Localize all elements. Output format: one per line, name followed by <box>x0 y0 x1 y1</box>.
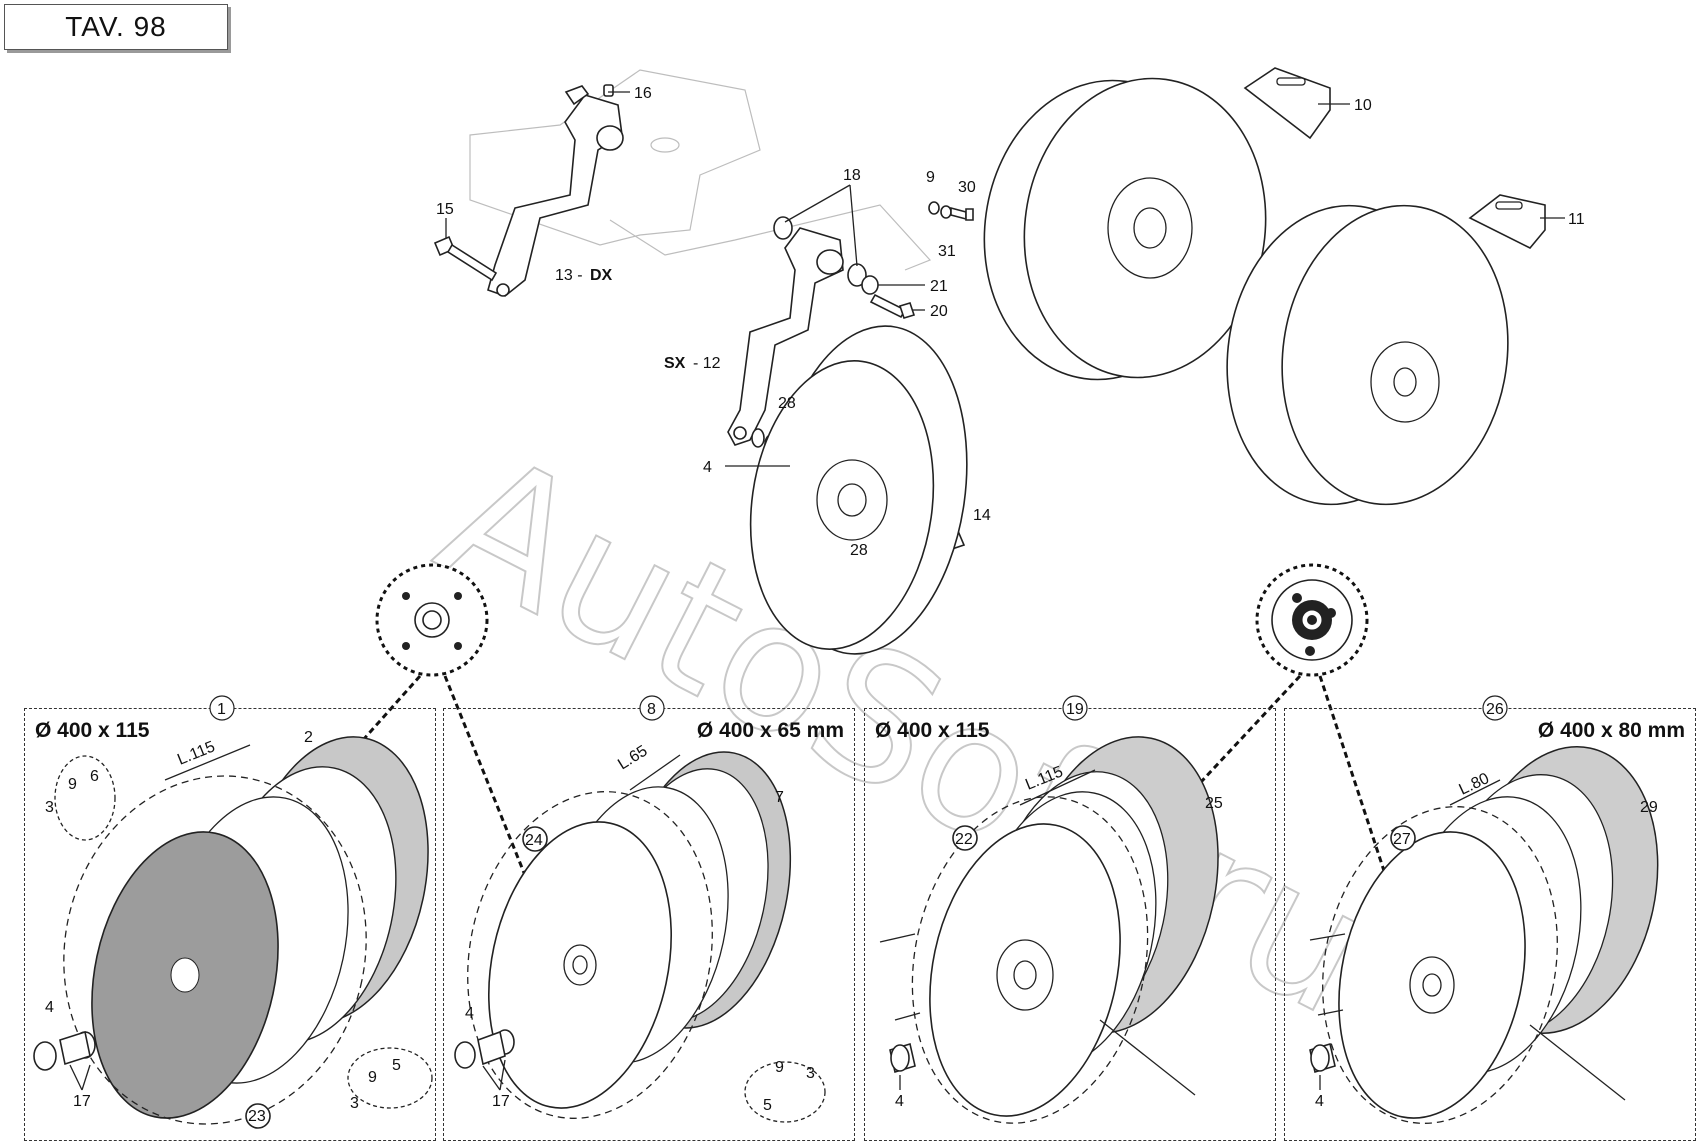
arm-13-dx <box>487 85 624 297</box>
svg-text:9: 9 <box>775 1059 784 1076</box>
detail-circle-hub-3-bolt <box>1028 563 1412 967</box>
svg-text:30: 30 <box>958 179 976 196</box>
svg-text:28: 28 <box>778 395 796 412</box>
panel-3-wheel: L.115 <box>879 736 1219 1124</box>
svg-text:10: 10 <box>1354 97 1372 114</box>
svg-text:21: 21 <box>930 278 948 295</box>
panel-4-wheel: L.80 <box>1309 746 1659 1124</box>
scraper-10 <box>1243 67 1331 140</box>
svg-text:18: 18 <box>843 167 861 184</box>
svg-text:SX: SX <box>664 355 686 372</box>
panel-dimension: Ø 400 x 65 mm <box>696 719 844 742</box>
panel-wheel-26: Ø 400 x 80 mm <box>1284 708 1696 1141</box>
svg-text:7: 7 <box>775 789 784 806</box>
svg-text:24: 24 <box>525 832 543 849</box>
panel-4-callouts: 29 27 4 <box>1315 799 1658 1110</box>
panel-2-wheel: L.65 <box>454 742 826 1123</box>
panel-wheel-19: Ø 400 x 115 <box>864 708 1276 1141</box>
svg-text:27: 27 <box>1393 831 1411 848</box>
svg-text:16: 16 <box>634 85 652 102</box>
svg-text:4: 4 <box>895 1093 904 1110</box>
panel-wheel-1: Ø 400 x 115 <box>24 708 436 1141</box>
svg-text:23: 23 <box>248 1108 266 1125</box>
panel-wheel-8: Ø 400 x 65 mm <box>443 708 855 1141</box>
svg-text:- 12: - 12 <box>693 355 721 372</box>
panel-3-callouts: 25 22 4 <box>895 795 1223 1110</box>
svg-text:6: 6 <box>90 768 99 785</box>
svg-text:17: 17 <box>492 1093 510 1110</box>
wheel-upper-right-2 <box>1226 204 1509 506</box>
svg-text:4: 4 <box>703 459 712 476</box>
svg-text:31: 31 <box>938 243 956 260</box>
svg-text:3: 3 <box>45 799 54 816</box>
panel-1-wheel: L.115 <box>33 736 433 1125</box>
svg-text:22: 22 <box>955 831 973 848</box>
svg-text:11: 11 <box>1568 211 1585 228</box>
top-callouts: 16 15 13 - DX 18 9 30 31 21 20 SX - 12 2… <box>436 85 1585 559</box>
svg-text:4: 4 <box>465 1005 474 1022</box>
svg-text:9: 9 <box>368 1069 377 1086</box>
svg-text:3: 3 <box>350 1095 359 1112</box>
bolt-20 <box>869 293 916 319</box>
svg-text:4: 4 <box>1315 1093 1324 1110</box>
panel-2-callouts: 7 24 4 17 9 3 5 <box>465 789 815 1114</box>
svg-text:3: 3 <box>806 1065 815 1082</box>
frame-outline <box>469 69 932 271</box>
table-title: TAV. 98 <box>4 4 228 50</box>
panel-dimension: Ø 400 x 115 <box>35 719 150 742</box>
svg-text:2: 2 <box>304 729 313 746</box>
svg-text:4: 4 <box>45 999 54 1016</box>
svg-text:28: 28 <box>850 542 868 559</box>
svg-text:15: 15 <box>436 201 454 218</box>
svg-text:5: 5 <box>763 1097 772 1114</box>
arm-12-sx <box>727 227 844 446</box>
panel-dimension: Ø 400 x 80 mm <box>1537 719 1685 742</box>
svg-text:9: 9 <box>926 169 935 186</box>
svg-text:14: 14 <box>973 507 991 524</box>
bolt-30-washers-9-31 <box>928 201 974 221</box>
wheel-upper-right-1 <box>983 77 1267 381</box>
svg-text:17: 17 <box>73 1093 91 1110</box>
panel-dimension: Ø 400 x 115 <box>875 719 990 742</box>
bolt-15 <box>433 235 498 282</box>
svg-text:5: 5 <box>392 1057 401 1074</box>
svg-text:20: 20 <box>930 303 948 320</box>
svg-text:9: 9 <box>68 776 77 793</box>
panel-1-callouts: 2 9 6 3 4 17 5 9 3 23 <box>45 729 401 1129</box>
svg-text:13 -: 13 - <box>555 267 583 284</box>
wheel-front-left <box>749 325 968 655</box>
svg-text:29: 29 <box>1640 799 1658 816</box>
grease-nipple-16 <box>603 84 614 97</box>
scraper-11 <box>1468 194 1546 249</box>
svg-text:25: 25 <box>1205 795 1223 812</box>
svg-text:DX: DX <box>590 267 613 284</box>
